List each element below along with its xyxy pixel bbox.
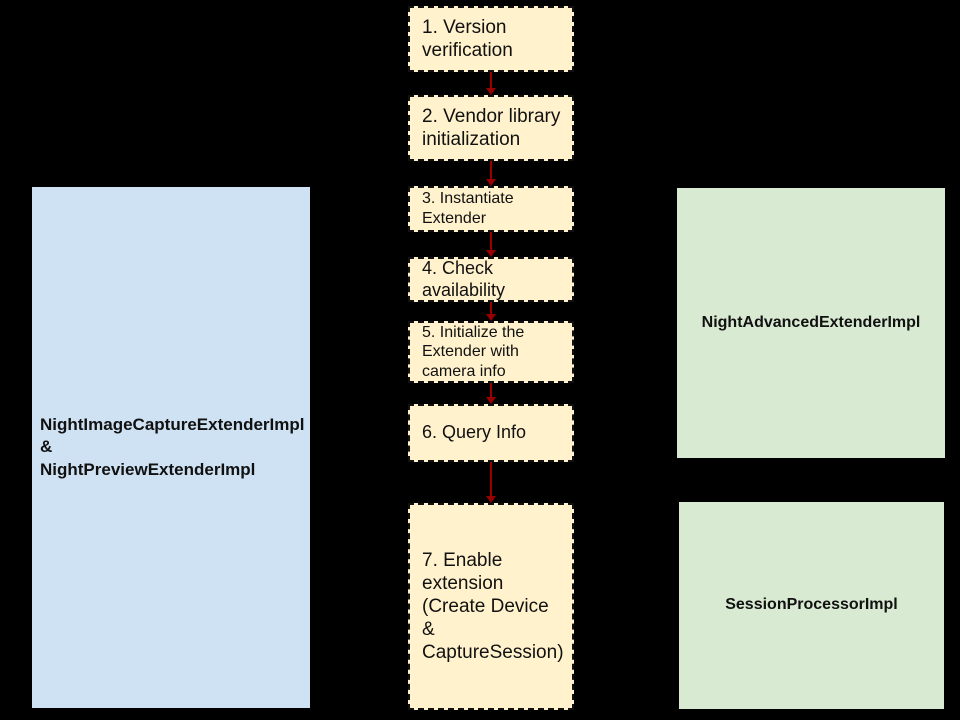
flow-step-2-label: 2. Vendor library initialization [422,105,561,150]
arrow-step3-to-step4 [486,232,496,257]
night-image-capture-extender-box: NightImageCaptureExtenderImpl & NightPre… [32,187,310,708]
flow-step-3-instantiate-extender: 3. Instantiate Extender [408,186,574,232]
flow-step-7-label: 7. Enable extension (Create Device & Cap… [422,549,564,664]
flow-step-7-enable-extension: 7. Enable extension (Create Device & Cap… [408,503,574,710]
arrow-step4-to-step5 [486,302,496,321]
flow-step-5-initialize-extender: 5. Initialize the Extender with camera i… [408,321,574,383]
arrow-line [490,161,492,179]
arrowhead-down-icon [486,88,496,95]
flow-step-6-query-info: 6. Query Info [408,404,574,462]
session-processor-label: SessionProcessorImpl [725,596,898,614]
arrow-step5-to-step6 [486,383,496,404]
night-advanced-extender-box: NightAdvancedExtenderImpl [677,188,945,458]
arrow-line [490,462,492,496]
arrowhead-down-icon [486,496,496,503]
night-image-capture-extender-label: NightImageCaptureExtenderImpl & NightPre… [40,415,305,479]
night-advanced-extender-label: NightAdvancedExtenderImpl [701,313,921,331]
arrow-line [490,383,492,397]
flow-step-4-label: 4. Check availability [422,257,506,300]
arrow-line [490,72,492,88]
arrow-step2-to-step3 [486,161,496,186]
flow-step-5-label: 5. Initialize the Extender with camera i… [422,323,525,380]
arrow-step6-to-step7 [486,462,496,503]
arrow-line [490,302,492,314]
arrowhead-down-icon [486,397,496,404]
flow-step-1-label: 1. Version verification [422,16,513,61]
arrow-step1-to-step2 [486,72,496,95]
flow-step-6-label: 6. Query Info [422,422,527,443]
arrowhead-down-icon [486,250,496,257]
flow-step-2-vendor-library-init: 2. Vendor library initialization [408,95,574,161]
arrow-line [490,232,492,250]
flow-step-1-version-verification: 1. Version verification [408,6,574,72]
session-processor-box: SessionProcessorImpl [679,502,944,709]
arrowhead-down-icon [486,314,496,321]
arrowhead-down-icon [486,179,496,186]
flow-step-4-check-availability: 4. Check availability [408,257,574,302]
flow-step-3-label: 3. Instantiate Extender [422,190,514,227]
